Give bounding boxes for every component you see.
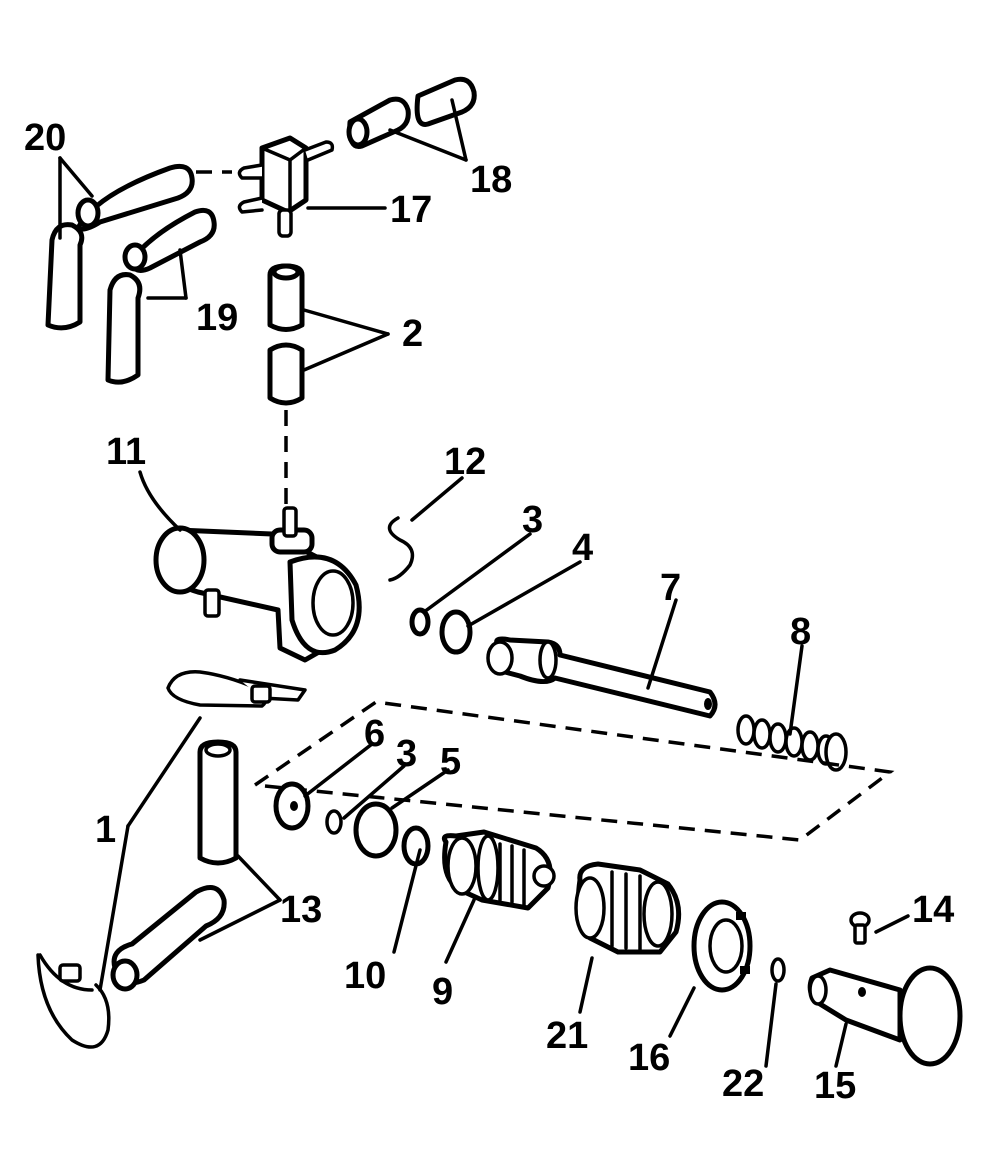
part-3-o-ring-upper xyxy=(409,607,431,637)
callout-17: 17 xyxy=(390,189,432,231)
part-1-hose-clamps xyxy=(36,670,307,1049)
callout-16: 16 xyxy=(628,1037,670,1079)
part-15-plunger-knob xyxy=(807,965,963,1067)
callout-6: 6 xyxy=(364,713,385,755)
callout-10: 10 xyxy=(344,955,386,997)
part-8-spring xyxy=(736,714,848,772)
part-13-hoses xyxy=(110,739,239,992)
assembly-dashed-line xyxy=(254,700,895,842)
callout-8: 8 xyxy=(790,611,811,653)
callout-5: 5 xyxy=(440,741,461,783)
callout-19: 19 xyxy=(196,297,238,339)
callout-21: 21 xyxy=(546,1015,588,1057)
callout-12: 12 xyxy=(444,441,486,483)
callout-22: 22 xyxy=(722,1063,764,1105)
part-16-lock-ring xyxy=(691,899,753,993)
callout-7: 7 xyxy=(660,567,681,609)
part-6-washer xyxy=(273,781,311,831)
callout-14: 14 xyxy=(912,889,954,931)
part-20-elbow-hose-set xyxy=(45,163,195,331)
callout-11: 11 xyxy=(106,431,146,473)
callout-15: 15 xyxy=(814,1065,856,1107)
part-22-o-ring xyxy=(770,957,786,983)
callout-3-lower: 3 xyxy=(396,733,417,775)
callout-9: 9 xyxy=(432,971,453,1013)
part-5-o-ring xyxy=(353,801,399,859)
part-19-elbow-hose xyxy=(105,207,217,385)
callout-13: 13 xyxy=(280,889,322,931)
part-14-screw xyxy=(849,911,871,945)
callout-2: 2 xyxy=(402,313,423,355)
part-9-valve-seat xyxy=(441,829,556,911)
part-12-retaining-clip xyxy=(387,516,415,582)
part-11-valve-housing xyxy=(153,506,362,663)
callout-4: 4 xyxy=(572,527,593,569)
part-7-plunger-shaft xyxy=(486,636,718,719)
part-21-threaded-nut xyxy=(574,861,682,955)
part-10-o-ring xyxy=(401,825,431,867)
leader-lines xyxy=(58,98,910,1068)
part-2-short-hoses xyxy=(267,263,305,512)
callout-numbers: 1 2 3 3 4 5 6 7 8 9 10 11 12 13 14 15 16… xyxy=(24,117,954,1107)
callout-1: 1 xyxy=(95,809,116,851)
callout-3-upper: 3 xyxy=(522,499,543,541)
callout-18: 18 xyxy=(470,159,512,201)
callout-20: 20 xyxy=(24,117,66,159)
part-4-o-ring xyxy=(439,609,473,655)
part-17-fitting-block xyxy=(196,135,335,238)
part-3-o-ring-lower xyxy=(325,809,343,835)
part-18-hose-pieces xyxy=(346,76,477,149)
